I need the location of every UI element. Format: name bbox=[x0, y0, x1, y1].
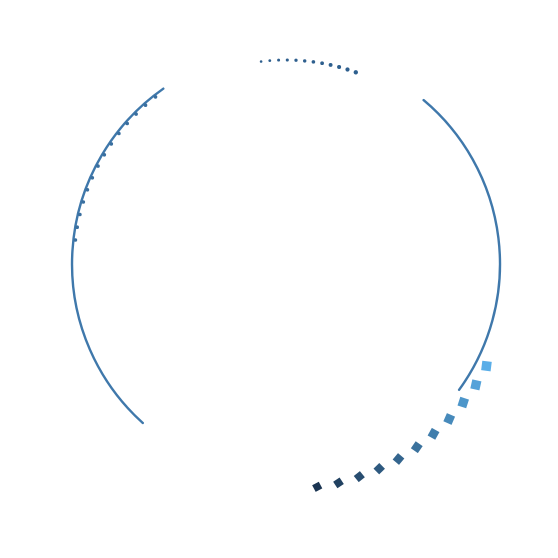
left-dot bbox=[90, 176, 95, 180]
top-dot bbox=[285, 58, 289, 62]
left-dot bbox=[96, 164, 100, 168]
left-dot bbox=[125, 121, 129, 126]
square-marker bbox=[312, 481, 323, 492]
square-marker bbox=[373, 462, 385, 475]
left-dot bbox=[109, 142, 114, 146]
left-dot bbox=[153, 95, 158, 99]
square-marker bbox=[353, 471, 365, 483]
top-dot bbox=[311, 60, 316, 64]
square-marker bbox=[470, 379, 482, 391]
arc-segments bbox=[70, 87, 502, 425]
square-marker-arc bbox=[312, 360, 492, 492]
square-marker bbox=[443, 413, 456, 425]
square-marker bbox=[333, 477, 344, 489]
arc-left bbox=[70, 87, 165, 425]
top-dot bbox=[277, 58, 281, 62]
left-dot bbox=[134, 112, 138, 116]
top-dot bbox=[268, 59, 272, 62]
square-marker bbox=[457, 396, 469, 409]
left-dot bbox=[81, 200, 86, 204]
square-marker bbox=[392, 453, 405, 465]
square-marker bbox=[427, 427, 440, 440]
top-dot bbox=[328, 62, 333, 67]
left-dot bbox=[143, 103, 148, 107]
top-dot bbox=[303, 59, 307, 63]
left-dot bbox=[102, 153, 107, 157]
top-dot bbox=[259, 60, 263, 63]
top-dot bbox=[345, 67, 350, 72]
top-dot bbox=[337, 64, 342, 70]
left-dot-arc bbox=[73, 95, 158, 242]
left-dot bbox=[73, 238, 78, 242]
left-dot bbox=[85, 188, 90, 192]
left-dot bbox=[78, 212, 82, 217]
square-marker bbox=[410, 441, 423, 454]
left-dot bbox=[117, 131, 121, 136]
square-marker bbox=[481, 360, 492, 372]
top-dot bbox=[320, 61, 324, 66]
arc-right bbox=[422, 98, 502, 391]
top-dot-arc bbox=[259, 58, 358, 75]
top-dot bbox=[294, 58, 298, 62]
left-dot bbox=[75, 225, 79, 229]
top-dot bbox=[353, 70, 358, 75]
